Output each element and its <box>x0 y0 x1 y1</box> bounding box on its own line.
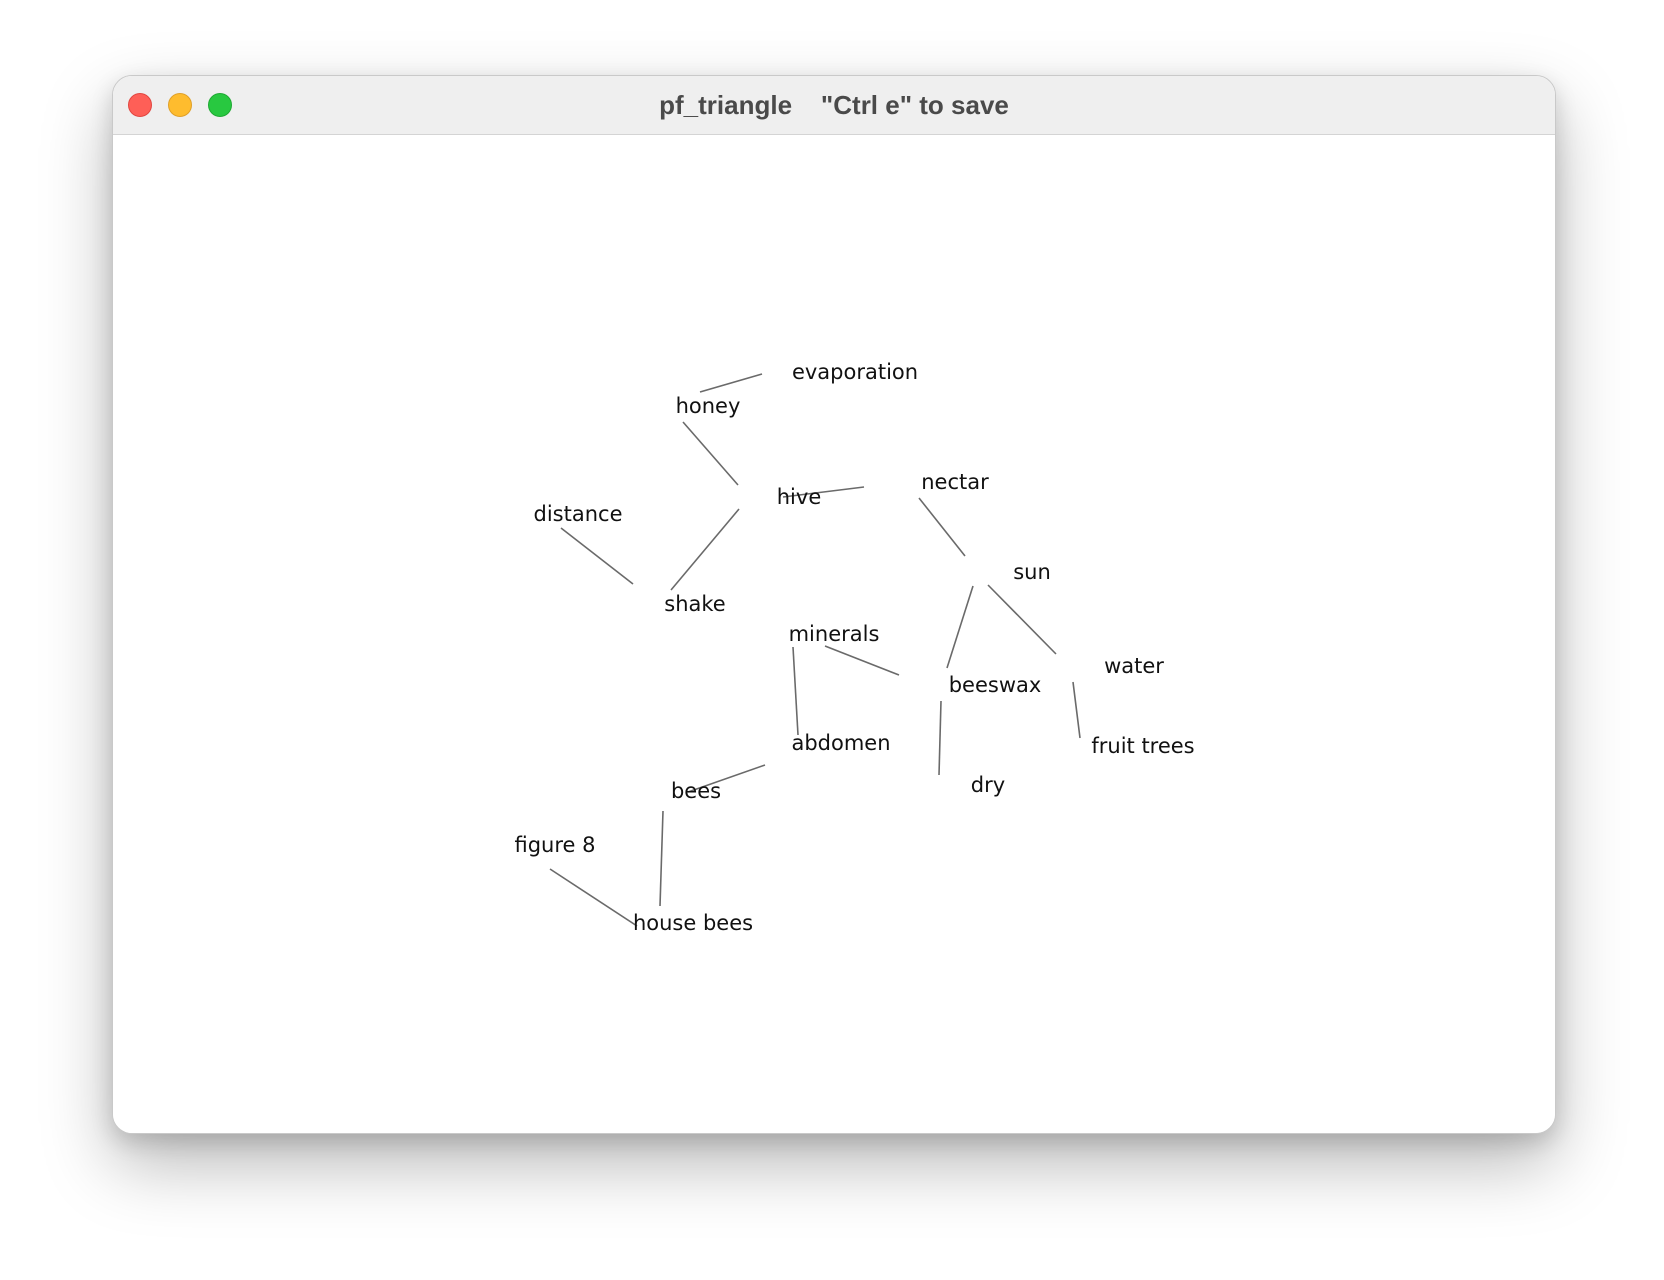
minimize-button[interactable] <box>168 93 192 117</box>
edge-honey-evaporation <box>699 373 763 393</box>
edge-sun-beeswax <box>946 585 974 669</box>
edge-nectar-sun <box>918 497 966 557</box>
edge-honey-hive <box>682 421 739 486</box>
edge-sun-water <box>987 584 1057 655</box>
node-nectar[interactable]: nectar <box>921 470 989 494</box>
edge-distance-shake <box>560 527 634 585</box>
node-bees[interactable]: bees <box>671 779 721 803</box>
title-bar[interactable]: pf_triangle "Ctrl e" to save <box>113 76 1555 135</box>
labels-layer: evaporation honey hive nectar distance shake s… <box>515 360 1195 935</box>
graph-canvas[interactable]: evaporation honey hive nectar distance shake s… <box>113 135 1555 1133</box>
edge-bees-house-bees <box>659 810 664 907</box>
node-house-bees[interactable]: house bees <box>633 911 753 935</box>
window-title: pf_triangle "Ctrl e" to save <box>659 90 1009 120</box>
node-abdomen[interactable]: abdomen <box>791 731 890 755</box>
node-shake[interactable]: shake <box>664 592 725 616</box>
node-honey[interactable]: honey <box>676 394 741 418</box>
node-dry[interactable]: dry <box>971 773 1005 797</box>
edge-hive-shake <box>670 508 740 591</box>
edge-water-fruit-trees <box>1072 681 1081 739</box>
edge-abdomen-bees <box>687 764 766 793</box>
network-graph: evaporation honey hive nectar distance shake s… <box>515 360 1195 935</box>
node-sun[interactable]: sun <box>1013 560 1051 584</box>
edge-figure-8-house-bees <box>549 868 638 927</box>
edge-minerals-beeswax <box>824 645 900 676</box>
edge-minerals-abdomen <box>792 646 799 736</box>
node-water[interactable]: water <box>1104 654 1164 678</box>
app-window: pf_triangle "Ctrl e" to save evaporation… <box>112 75 1556 1134</box>
node-beeswax[interactable]: beeswax <box>949 673 1042 697</box>
maximize-button[interactable] <box>208 93 232 117</box>
edge-beeswax-dry <box>938 700 942 776</box>
node-minerals[interactable]: minerals <box>789 622 880 646</box>
node-evaporation[interactable]: evaporation <box>792 360 918 384</box>
node-distance[interactable]: distance <box>534 502 623 526</box>
node-hive[interactable]: hive <box>777 485 822 509</box>
edge-hive-nectar <box>782 486 865 498</box>
close-button[interactable] <box>128 93 152 117</box>
node-figure-8[interactable]: figure 8 <box>515 833 596 857</box>
edges-layer <box>549 373 1081 927</box>
node-fruit-trees[interactable]: fruit trees <box>1091 734 1194 758</box>
